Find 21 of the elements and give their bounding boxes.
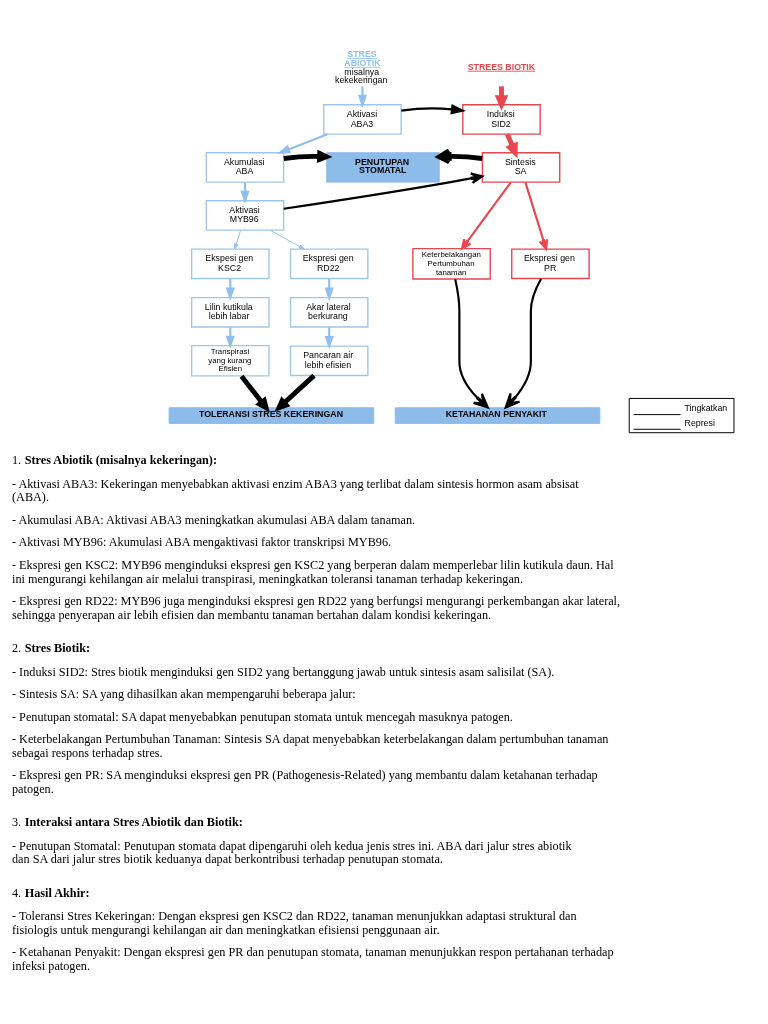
label: - Ketahanan Penyakit: Dengan ekspresi gen PR dan penutupan stomata, tanaman menunjukkan respon pertahanan terhadap infeksi patogen. [11,944,614,973]
label: - Penutupan stomatal: SA dapat menyebabkan penutupan stomata untuk mencegah masuknya patogen. [11,709,513,724]
label: - Ekspresi gen KSC2: MYB96 menginduksi ekspresi gen KSC2 yang berperan dalam memperlebar lilin kutikula daun. Hal ini mengurangi kehilangan air melalui transpirasi, meningkatkan toleransi tanaman terhadap kekeringan. [11,557,614,585]
label: - Aktivasi ABA3: Kekeringan menyebabkan aktivasi enzim ABA3 yang terlibat dalam sintesis hormon asam absisat (ABA). [11,476,579,504]
label: - Ekspresi gen PR: SA menginduksi ekspresi gen PR (Pathogenesis-Related) yang membantu dalam ketahanan terhadap patogen. [11,767,598,796]
label: 2. Stres Biotik: [11,640,91,655]
label: - Ekspresi gen RD22: MYB96 juga menginduksi ekspresi gen RD22 yang berfungsi mengurangi perkembangan akar lateral, sehingga penyerapan air lebih efisien dan membantu tanaman bertahan dalam kondisi kekeringan. [11,593,621,622]
label: - Penutupan Stomatal: Penutupan stomata dapat dipengaruhi oleh kedua jenis stres ini. ABA dari jalur stres abiotik dan SA dari jalur stres biotik keduanya dapat berkontribusi terhadap penutupan stomata. [11,838,572,866]
legend-label: Tingkatkan [684,402,728,413]
node-text: STREES BIOTIK [467,61,536,72]
label: 4. Hasil Akhir: [11,885,90,900]
label: 3. Interaksi antara Stres Abiotik dan Biotik: [11,814,243,829]
label: - Aktivasi MYB96: Akumulasi ABA mengaktivasi faktor transkripsi MYB96. [11,534,392,549]
label: - Keterbelakangan Pertumbuhan Tanaman: Sintesis SA dapat menyebabkan keterbelakangan dalam pertumbuhan tanaman sebagai respons terhadap stres. [11,731,609,760]
label: - Induksi SID2: Stres biotik menginduksi gen SID2 yang bertanggung jawab untuk sintesis asam salisilat (SA). [11,664,555,678]
label: 1. Stres Abiotik (misalnya kekeringan): [11,452,217,467]
label: - Akumulasi ABA: Aktivasi ABA3 meningkatkan akumulasi ABA dalam tanaman. [11,512,416,527]
legend-label: Represi [684,417,715,428]
label: - Toleransi Stres Kekeringan: Dengan ekspresi gen KSC2 dan RD22, tanaman menunjukkan adaptasi struktural dan fisiologis untuk mengurangi kehilangan air dan meningkatkan efisiensi penggunaan air. [11,908,577,937]
node-text: STRES ABIOTIK misalnya kekekeringan [335,48,388,85]
label: - Sintesis SA: SA yang dihasilkan akan mempengaruhi beberapa jalur: [11,686,356,701]
